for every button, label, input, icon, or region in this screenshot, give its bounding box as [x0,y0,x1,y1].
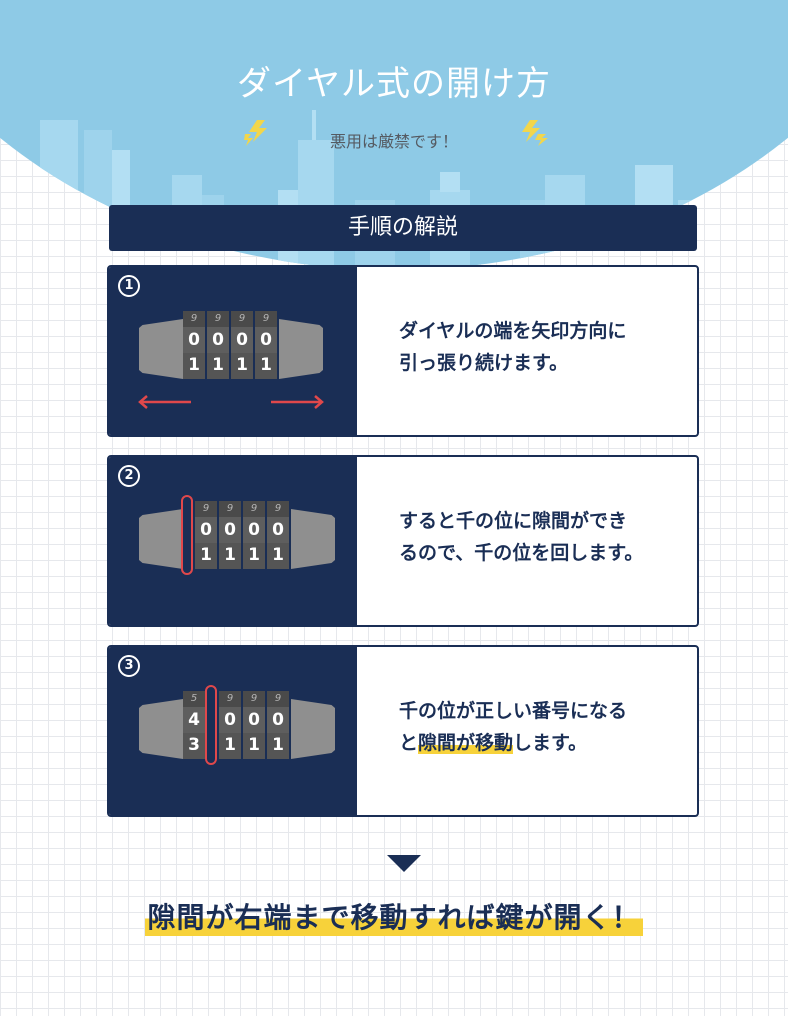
lightning-icon [244,120,267,146]
conclusion: 隙間が右端まで移動すれば鍵が開く！ [0,896,788,936]
lock-end-left [139,509,183,569]
step-number: 1 [118,275,140,297]
subtitle: 悪用は厳禁です！ [329,132,458,151]
lock-end-left [139,699,183,759]
step-description: すると千の位に隙間ができ るので、千の位を回します。 [399,510,644,564]
step-number: 3 [118,655,140,677]
step-number: 2 [118,465,140,487]
conclusion-text: 隙間が右端まで移動すれば鍵が開く！ [145,896,643,936]
arrow-left-icon [138,395,191,409]
step-description: ダイヤルの端を矢印方向に 引っ張り続けます。 [399,320,627,374]
gap-highlight [205,685,217,765]
page-title: ダイヤル式の開け方 [237,64,551,104]
arrow-right-icon [271,395,324,409]
lock-end-right [291,509,335,569]
step-description: 千の位が正しい番号になる と隙間が移動します。 [399,700,628,754]
down-triangle-icon [387,855,421,872]
highlight-text: 隙間が移動 [418,732,514,754]
lock-end-right [291,699,335,759]
gap-highlight [181,495,193,575]
lock-end-right [279,319,323,379]
lock-end-left [139,319,183,379]
section-header: 手順の解説 [109,205,697,251]
lightning-icon [522,120,548,146]
